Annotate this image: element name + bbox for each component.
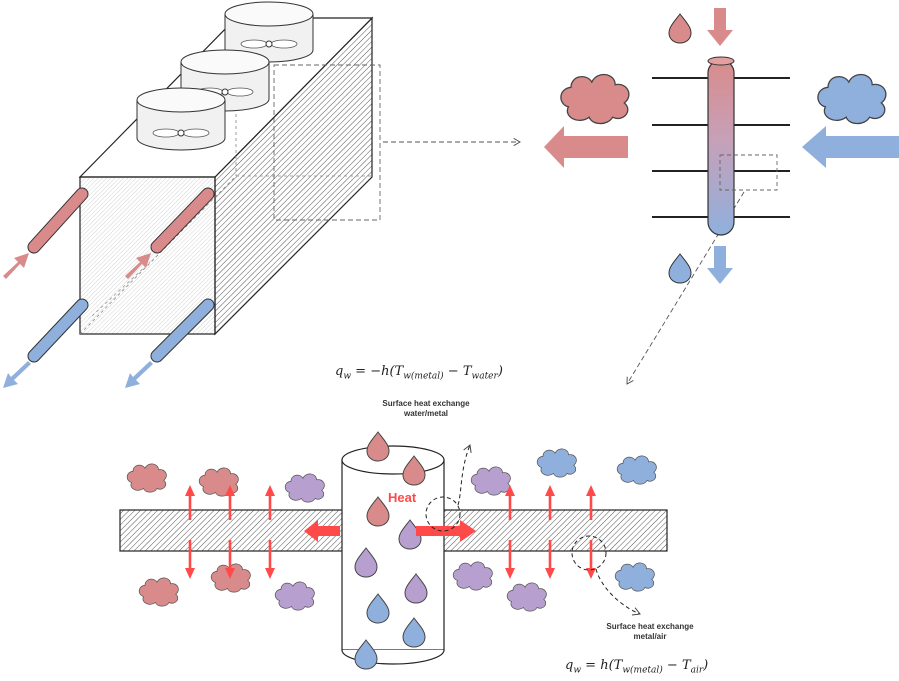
note-line: Surface heat exchange: [382, 399, 470, 408]
arrow-icon: [304, 520, 340, 542]
droplet-icon: [668, 13, 692, 44]
note-line: water/metal: [403, 409, 449, 418]
pipe-icon: [27, 298, 215, 363]
arrow-icon: [3, 361, 153, 388]
tube-detail: [544, 8, 899, 284]
arrow-icon: [707, 8, 733, 46]
cloud-icon: [560, 73, 630, 125]
arrow-icon: [3, 253, 151, 279]
air-cooler-unit: [3, 1, 381, 388]
arrow-icon: [707, 246, 733, 284]
formula-metal-air: qw = h(Tw(metal) − Tair): [565, 658, 709, 676]
pipe-icon: [27, 187, 215, 254]
cloud-icon: [817, 73, 887, 125]
heat-label: Heat: [388, 490, 417, 505]
note-metal-air: Surface heat exchange metal/air: [594, 622, 706, 642]
note-water-metal: Surface heat exchange water/metal: [370, 399, 482, 419]
note-line: Surface heat exchange: [606, 622, 694, 631]
arrow-icon: [544, 126, 628, 168]
arrow-icon: [802, 126, 899, 168]
zoom-connector: [626, 191, 745, 385]
fan-icon: [136, 87, 226, 151]
pipe-icon: [707, 59, 735, 236]
formula-water-metal: qw = −h(Tw(metal) − Twater): [335, 364, 503, 382]
cross-section: [119, 431, 668, 670]
note-line: metal/air: [633, 632, 667, 641]
arrow-icon: [185, 485, 596, 579]
droplet-icon: [668, 253, 692, 284]
